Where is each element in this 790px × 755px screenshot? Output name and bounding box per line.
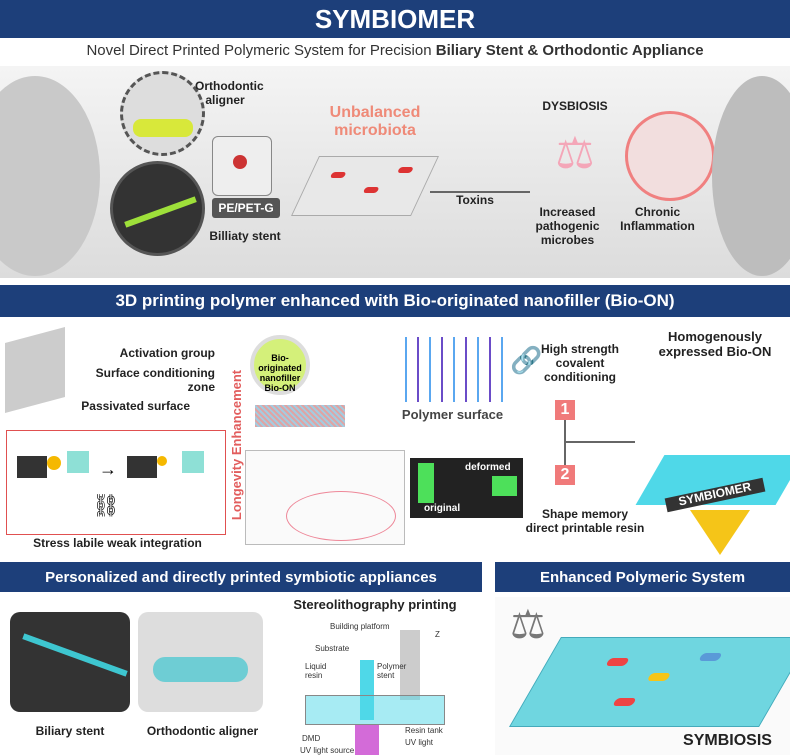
sla-diagram: Building platform Substrate Liquid resin… bbox=[300, 620, 450, 755]
subtitle-text: Novel Direct Printed Polymeric System fo… bbox=[86, 42, 436, 59]
toxins-label: Toxins bbox=[456, 193, 494, 207]
section2-banner: 3D printing polymer enhanced with Bio-or… bbox=[0, 285, 790, 317]
balanced-scale-icon: ⚖ bbox=[510, 603, 546, 647]
arrow-to-symbiomer bbox=[565, 441, 635, 443]
stent-label: Billiaty stent bbox=[209, 229, 281, 243]
polymer-stent-label: Polymer stent bbox=[377, 662, 407, 680]
shape-memory-label: Shape memory direct printable resin bbox=[525, 507, 645, 535]
liquid-resin-label: Liquid resin bbox=[305, 662, 327, 680]
inflammation-zoom-circle bbox=[625, 111, 715, 201]
symbiosis-panel: ⚖ SYMBIOSIS bbox=[495, 597, 790, 755]
molecule-icon bbox=[212, 136, 272, 196]
symbiosis-plate bbox=[509, 637, 790, 727]
aligner-image bbox=[138, 612, 263, 712]
aligner-label-bottom: Orthodontic aligner bbox=[146, 724, 259, 738]
high-strength-label: High strength covalent conditioning bbox=[541, 342, 619, 384]
activation-label: Activation group bbox=[119, 346, 215, 360]
subtitle-bold: Biliary Stent & Orthodontic Appliance bbox=[435, 42, 704, 59]
symbiosis-label: SYMBIOSIS bbox=[683, 732, 772, 749]
longevity-label: Longevity Enhancement bbox=[229, 369, 244, 521]
main-title: SYMBIOMER bbox=[0, 0, 790, 38]
substrate-label: Substrate bbox=[315, 644, 350, 653]
uv-source-label: UV light source bbox=[300, 746, 355, 755]
section3-right-banner: Enhanced Polymeric System bbox=[495, 562, 790, 592]
inflammation-label: Chronic Inflammation bbox=[620, 205, 695, 233]
building-platform-label: Building platform bbox=[330, 622, 390, 631]
stress-label: Stress labile weak integration bbox=[33, 536, 202, 550]
biliary-stent-label: Biliary stent bbox=[35, 724, 105, 738]
nanofiller-illustration bbox=[255, 405, 345, 427]
shape-memory-photo: deformed original bbox=[410, 458, 523, 518]
aligner-zoom-circle bbox=[120, 71, 205, 156]
human-silhouette-left bbox=[0, 76, 100, 276]
stress-labile-box: → ⛓ bbox=[6, 430, 226, 535]
down-arrow-icon bbox=[690, 510, 750, 555]
aligner-label: Orthodontic aligner bbox=[195, 79, 264, 107]
broken-link-icon: ⛓ bbox=[92, 493, 120, 518]
dmd-label: DMD bbox=[302, 734, 321, 743]
original-label: original bbox=[424, 503, 461, 514]
crosslinking-scheme bbox=[245, 450, 405, 545]
arrow-to-dysbiosis bbox=[430, 191, 530, 193]
passivated-label: Passivated surface bbox=[81, 399, 190, 413]
homogenous-label: Homogenously expressed Bio-ON bbox=[658, 329, 772, 359]
uv-light-label: UV light bbox=[405, 738, 434, 747]
unbalanced-label: Unbalanced microbiota bbox=[329, 104, 421, 140]
microbiota-plate bbox=[291, 156, 439, 216]
resin-tank-label: Resin tank bbox=[405, 726, 443, 735]
step-1-badge: 1 bbox=[555, 400, 575, 420]
material-badge: PE/PET-G bbox=[212, 198, 280, 218]
chain-link-icon: 🔗 bbox=[510, 345, 543, 375]
subtitle: Novel Direct Printed Polymeric System fo… bbox=[0, 42, 790, 59]
deformed-label: deformed bbox=[465, 462, 511, 473]
polymer-surface-illustration bbox=[395, 337, 505, 402]
pathogenic-label: Increased pathogenic microbes bbox=[535, 205, 600, 247]
biliary-stent-image bbox=[10, 612, 130, 712]
bio-on-logo: Bio-originated nanofiller Bio-ON bbox=[250, 335, 310, 395]
stent-surface-illustration bbox=[5, 326, 65, 414]
stent-zoom-circle bbox=[110, 161, 205, 256]
surface-zone-label: Surface conditioning zone bbox=[95, 366, 215, 394]
z-axis-label: Z bbox=[435, 630, 440, 639]
step-2-badge: 2 bbox=[555, 465, 575, 485]
pathology-panel: Orthodontic aligner PE/PET-G Billiaty st… bbox=[0, 66, 790, 278]
polymer-surface-label: Polymer surface bbox=[401, 407, 504, 422]
human-silhouette-right bbox=[712, 76, 790, 276]
scale-icon: ⚖ bbox=[555, 129, 595, 178]
sla-title: Stereolithography printing bbox=[293, 597, 457, 612]
dysbiosis-label: DYSBIOSIS bbox=[542, 99, 608, 113]
section3-left-banner: Personalized and directly printed symbio… bbox=[0, 562, 482, 592]
